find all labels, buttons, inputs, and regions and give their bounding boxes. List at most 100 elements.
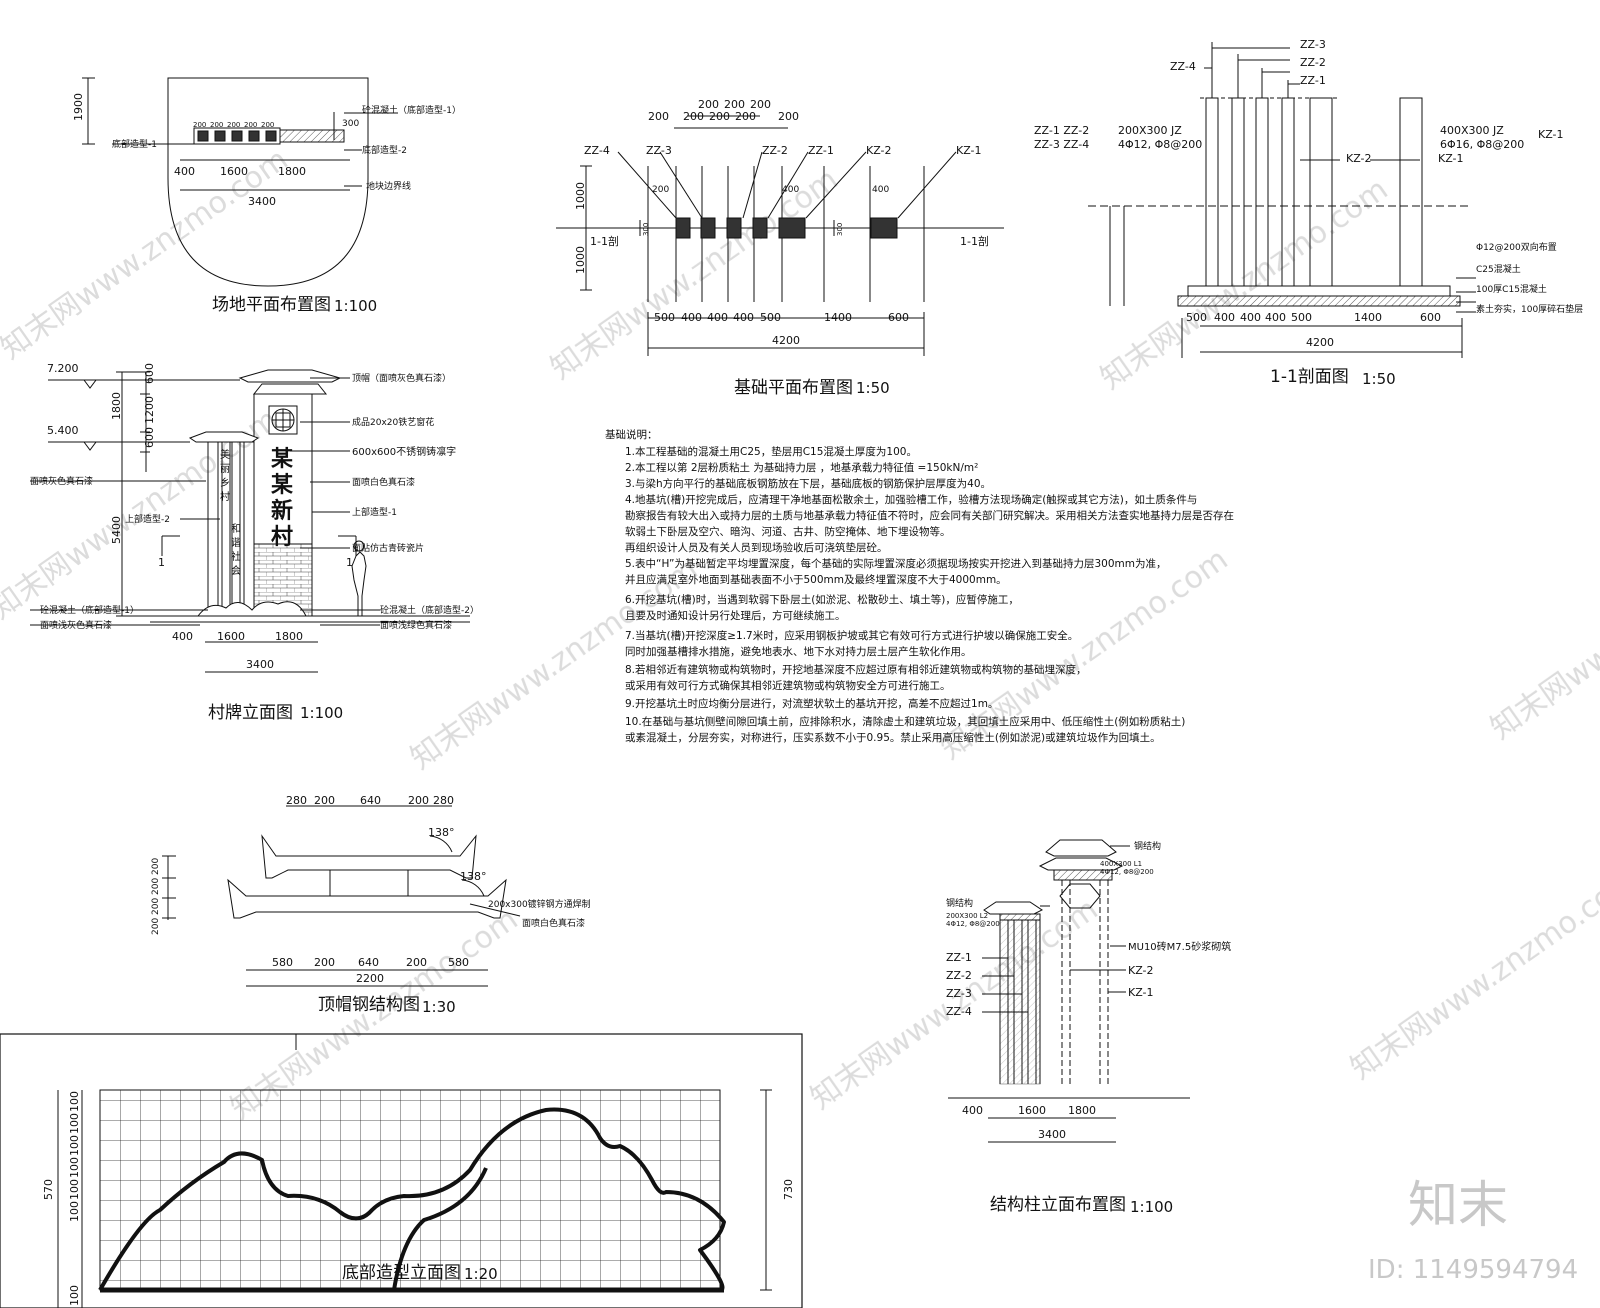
- dim-4200: 4200: [772, 334, 800, 347]
- elevation-drawing: [30, 369, 470, 673]
- sign-char-side: 美: [220, 448, 230, 461]
- dim-200: 200: [406, 956, 427, 969]
- dim-400: 400: [733, 311, 754, 324]
- label-base-2: 底部造型-2: [362, 144, 407, 156]
- spec-jz-small: 200X300 JZ: [1118, 124, 1182, 137]
- dim-200: 200: [683, 110, 704, 123]
- column-text: 钢结构 400X300 L1 4Φ12, Φ8@200 钢结构 200X300 …: [946, 840, 1231, 1216]
- spec-l2: 200X300 L2: [946, 912, 988, 920]
- dim-small: 400: [872, 185, 889, 195]
- cap-title: 顶帽钢结构图: [318, 995, 420, 1015]
- label-zz1: ZZ-1: [808, 144, 834, 157]
- dim-small: 300: [642, 223, 650, 236]
- sign-char: 某: [271, 446, 293, 472]
- sign-char: 村: [271, 525, 293, 550]
- label-kz2: KZ-2: [1346, 152, 1372, 165]
- foundation-plan: [556, 115, 1004, 356]
- dim-600: 600: [888, 311, 909, 324]
- dim-200: 200: [778, 110, 799, 123]
- sign-char-side: 和: [231, 523, 241, 535]
- label-boundary: 地块边界线: [366, 180, 411, 192]
- label-base-1: 底部造型-1: [112, 138, 157, 150]
- dim-200: 200: [261, 121, 274, 129]
- dim-600: 600: [1420, 311, 1441, 324]
- dim-small: 300: [836, 223, 844, 236]
- dim-1600: 1600: [1018, 1104, 1046, 1117]
- label-concrete-base-2: 砼混凝土（底部造型-2）: [380, 604, 479, 616]
- notes-line: 软弱土下卧层及空穴、暗沟、河道、古井、防空掩体、地下埋设物等。: [625, 525, 951, 538]
- label-upper-2: 上部造型-2: [125, 513, 170, 525]
- notes-line: 6.开挖基坑(槽)时，当遇到软弱下卧层土(如淤泥、松散砂土、填土等)，应暂停施工…: [625, 593, 1019, 606]
- watermark: 知末网www.znzmo.com: [1485, 522, 1600, 747]
- dim-1200: 1200: [143, 396, 156, 424]
- column-title: 结构柱立面布置图: [990, 1195, 1126, 1215]
- watermark: 知末网www.znzmo.com: [0, 142, 294, 367]
- dim-200: 200: [227, 121, 240, 129]
- label-upper-1: 上部造型-1: [352, 506, 397, 518]
- dim-570: 570: [42, 1179, 55, 1200]
- dim-1900: 1900: [72, 93, 85, 121]
- label-steel-structure: 钢结构: [946, 897, 973, 909]
- label-zz4: ZZ-4: [1170, 60, 1196, 73]
- dim-1400: 1400: [824, 311, 852, 324]
- label-zz2: ZZ-2: [762, 144, 788, 157]
- label-kz1: KZ-1: [1438, 152, 1464, 165]
- dim-1600: 1600: [220, 165, 248, 178]
- sign-char-side: 村: [220, 490, 230, 503]
- brand-logo: 知末: [1408, 1176, 1508, 1234]
- dim-100: 100: [68, 1113, 81, 1134]
- dim-1000: 1000: [574, 246, 587, 274]
- dim-small: 400: [782, 185, 799, 195]
- notes-line: 5.表中“H”为基础暂定平均埋置深度，每个基础的实际埋置深度必须据现场按实开挖进…: [625, 557, 1166, 570]
- dim-200: 200: [244, 121, 257, 129]
- dim-5400: 5400: [110, 516, 123, 544]
- dim-400: 400: [1240, 311, 1261, 324]
- dim-1000: 1000: [574, 182, 587, 210]
- dim-3400: 3400: [248, 195, 276, 208]
- label-zz3: ZZ-3: [646, 144, 672, 157]
- dim-200: 200: [648, 110, 669, 123]
- sign-char-side: 社: [231, 550, 241, 563]
- base-shape-title: 底部造型立面图: [342, 1263, 461, 1283]
- dim-200: 200: [314, 794, 335, 807]
- notes-line: 7.当基坑(槽)开挖深度≥1.7米时，应采用钢板护坡或其它有效可行方式进行护坡以…: [625, 629, 1078, 642]
- sign-char-side: 会: [231, 564, 241, 577]
- section-text: ZZ-3 ZZ-2 ZZ-1 ZZ-4 ZZ-1 ZZ-2 ZZ-3 ZZ-4 …: [1034, 38, 1583, 388]
- label-kz1: KZ-1: [1128, 986, 1154, 999]
- dim-200: 200: [210, 121, 223, 129]
- label-soil: 素土夯实，100厚碎石垫层: [1476, 303, 1583, 315]
- dim-400: 400: [707, 311, 728, 324]
- dim-100: 100: [68, 1135, 81, 1156]
- cap-scale: 1:30: [422, 998, 456, 1016]
- label-kz1: KZ-1: [1538, 128, 1564, 141]
- notes-line: 4.地基坑(槽)开挖完成后，应清理干净地基面松散余土，加强验槽工作，验槽方法现场…: [625, 493, 1197, 506]
- dim-500: 500: [654, 311, 675, 324]
- label-zz4: ZZ-4: [946, 1005, 972, 1018]
- site-plan-title: 场地平面布置图: [212, 295, 331, 315]
- label-c25: C25混凝土: [1476, 263, 1521, 275]
- dim-200: 200: [709, 110, 730, 123]
- dim-600: 600: [143, 427, 156, 448]
- label-rebar: Φ12@200双向布置: [1476, 241, 1557, 253]
- notes-line: 再组织设计人员及有关人员到现场验收后可浇筑垫层砼。: [625, 541, 888, 554]
- section-mark: 1: [346, 556, 353, 569]
- dim-580: 580: [448, 956, 469, 969]
- label-light-grey-paint: 面喷浅灰色真石漆: [40, 619, 112, 631]
- dim-200: 200: [151, 918, 161, 935]
- label-zz2: ZZ-2: [1300, 56, 1326, 69]
- label-grey-paint: 面喷灰色真石漆: [30, 475, 93, 487]
- dim-300: 300: [342, 119, 359, 129]
- notes-line: 或采用有效可行方式确保其相邻近建筑物或构筑物安全方可进行施工。: [625, 679, 951, 692]
- label-cap: 顶帽（面喷灰色真石漆）: [352, 372, 451, 384]
- foundation-title: 基础平面布置图: [734, 378, 853, 398]
- section-title: 1-1剖面图: [1270, 367, 1349, 387]
- notes-line: 2.本工程以第 2层粉质粘土 为基础持力层 ，地基承载力特征值 =150kN/m…: [625, 461, 978, 474]
- dim-200: 200: [724, 98, 745, 111]
- notes-line: 3.与梁h方向平行的基础底板钢筋放在下层，基础底板的钢筋保护层厚度为40。: [625, 477, 991, 490]
- dim-200: 200: [193, 121, 206, 129]
- column-scale: 1:100: [1130, 1198, 1173, 1216]
- base-shape-scale: 1:20: [464, 1265, 498, 1283]
- label-zz3: ZZ-3: [946, 987, 972, 1000]
- site-plan-text: 1900 200 200 200 200 200 300 砼混凝土（底部造型-1…: [72, 93, 461, 315]
- dim-200: 200: [698, 98, 719, 111]
